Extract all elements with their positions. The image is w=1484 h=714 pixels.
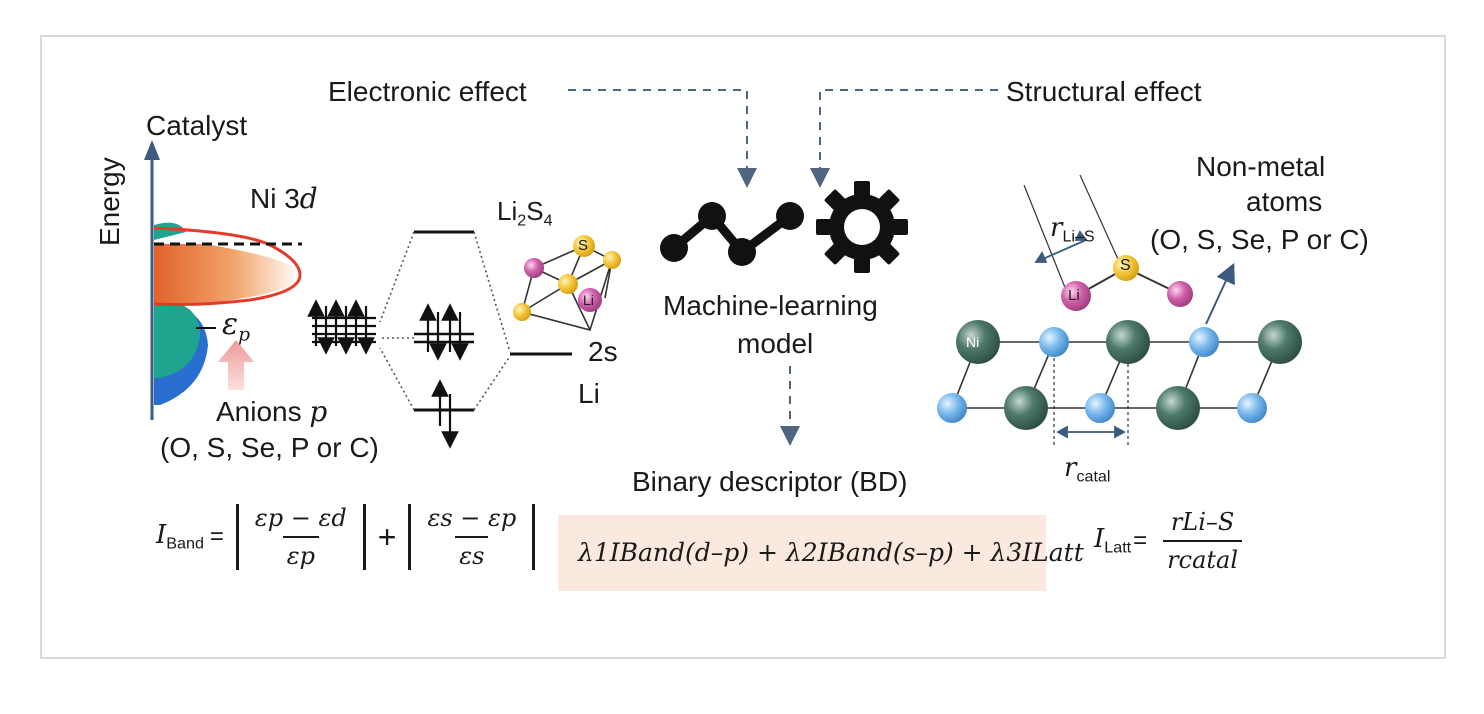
structural-effect-arrow bbox=[810, 89, 998, 188]
r-li-s-symbol: r bbox=[1050, 213, 1063, 243]
li2s4-sub4: 4 bbox=[543, 211, 553, 230]
anions-prefix: Anions bbox=[216, 396, 310, 427]
ni-3d-prefix: Ni 3 bbox=[250, 183, 300, 214]
epsilon-p-label: εp bbox=[222, 310, 250, 345]
iband-sub: Band bbox=[166, 534, 204, 553]
catalyst-lattice bbox=[937, 320, 1302, 448]
ilatt-sub: Latt bbox=[1104, 538, 1132, 557]
li2s4-sub2: 2 bbox=[517, 211, 527, 230]
density-of-states bbox=[153, 222, 302, 405]
r-catal-sub: catal bbox=[1076, 467, 1111, 486]
ni-3d-orbital: d bbox=[299, 182, 318, 215]
network-icon bbox=[660, 202, 804, 266]
plus-sign: + bbox=[377, 518, 397, 555]
catalyst-label: Catalyst bbox=[146, 110, 248, 141]
binary-descriptor-formula: λ1IBand(d–p) + λ2IBand(s–p) + λ3ILatt bbox=[578, 538, 1084, 567]
adsorbed-s-atom-label: S bbox=[1120, 257, 1131, 274]
electronic-effect-label: Electronic effect bbox=[328, 76, 527, 107]
fraction-s-p: εs − εp εs bbox=[423, 504, 520, 570]
li2s4-li: Li bbox=[497, 196, 518, 226]
non-metal-list: (O, S, Se, P or C) bbox=[1150, 224, 1369, 255]
anions-orbital: p bbox=[309, 395, 328, 428]
fraction-d-p: εp − εd εp bbox=[251, 504, 351, 570]
gear-icon bbox=[816, 181, 908, 273]
li-2s-label: 2s bbox=[588, 336, 618, 367]
iband-formula: IBand = εp − εd εp + εs − εp εs bbox=[156, 504, 541, 570]
iband-equals: = bbox=[209, 523, 224, 550]
fraction-ilatt-denominator: rcatal bbox=[1163, 540, 1243, 574]
energy-axis bbox=[144, 140, 160, 420]
structural-effect-label: Structural effect bbox=[1006, 76, 1202, 107]
binary-descriptor-label: Binary descriptor (BD) bbox=[632, 466, 908, 497]
ilatt-symbol: ILatt bbox=[1094, 524, 1131, 558]
ni-atom-label: Ni bbox=[966, 334, 980, 350]
r-li-s-sub: Li–S bbox=[1062, 227, 1095, 246]
ni-3d-label: Ni 3d bbox=[250, 185, 318, 213]
ml-model-label-line1: Machine-learning bbox=[663, 290, 878, 321]
r-catal-label: rcatal bbox=[1064, 454, 1110, 485]
fraction-s-p-numerator: εs − εp bbox=[427, 504, 517, 532]
ilatt-formula: ILatt = rLi–S rcatal bbox=[1094, 508, 1248, 574]
non-metal-label-line2: atoms bbox=[1246, 186, 1323, 217]
r-li-s-label: rLi–S bbox=[1050, 214, 1095, 245]
adsorbed-li-atom-label: Li bbox=[1068, 287, 1080, 304]
fraction-s-p-denominator: εs bbox=[455, 536, 489, 570]
anion-arrow bbox=[218, 340, 254, 390]
adsorbed-lis bbox=[1023, 174, 1235, 325]
fraction-ilatt-numerator: rLi–S bbox=[1170, 508, 1235, 536]
epsilon-sub: p bbox=[238, 324, 251, 346]
fraction-d-p-denominator: εp bbox=[282, 536, 319, 570]
r-catal-symbol: r bbox=[1064, 453, 1077, 483]
abs-bar bbox=[408, 504, 412, 570]
li2s4-cluster bbox=[513, 235, 621, 331]
ml-model-label-line2: model bbox=[737, 328, 814, 359]
cluster-s-atom-label: S bbox=[578, 237, 589, 254]
ilatt-equals: = bbox=[1133, 527, 1148, 554]
li2s4-label: Li2S4 bbox=[497, 198, 553, 229]
li-label: Li bbox=[578, 378, 600, 409]
iband-i: I bbox=[156, 520, 167, 551]
cluster-li-atom-label: Li bbox=[583, 292, 594, 308]
anions-list: (O, S, Se, P or C) bbox=[160, 432, 379, 463]
binary-descriptor-box bbox=[558, 515, 1046, 591]
li2s4-s: S bbox=[526, 196, 544, 226]
ilatt-i: I bbox=[1094, 524, 1105, 555]
abs-bar bbox=[362, 504, 366, 570]
abs-bar bbox=[235, 504, 239, 570]
fraction-ilatt: rLi–S rcatal bbox=[1163, 508, 1243, 574]
electronic-effect-arrow bbox=[568, 89, 757, 188]
molecular-orbital-diagram bbox=[379, 230, 572, 449]
energy-axis-label: Energy bbox=[94, 157, 125, 246]
fraction-d-p-numerator: εp − εd bbox=[254, 504, 347, 532]
p-state-electrons bbox=[307, 299, 376, 355]
anions-label: Anions p bbox=[216, 398, 327, 426]
abs-bar bbox=[532, 504, 536, 570]
epsilon-symbol: ε bbox=[222, 307, 239, 342]
iband-symbol: IBand bbox=[156, 520, 204, 554]
non-metal-label-line1: Non-metal bbox=[1196, 151, 1326, 182]
